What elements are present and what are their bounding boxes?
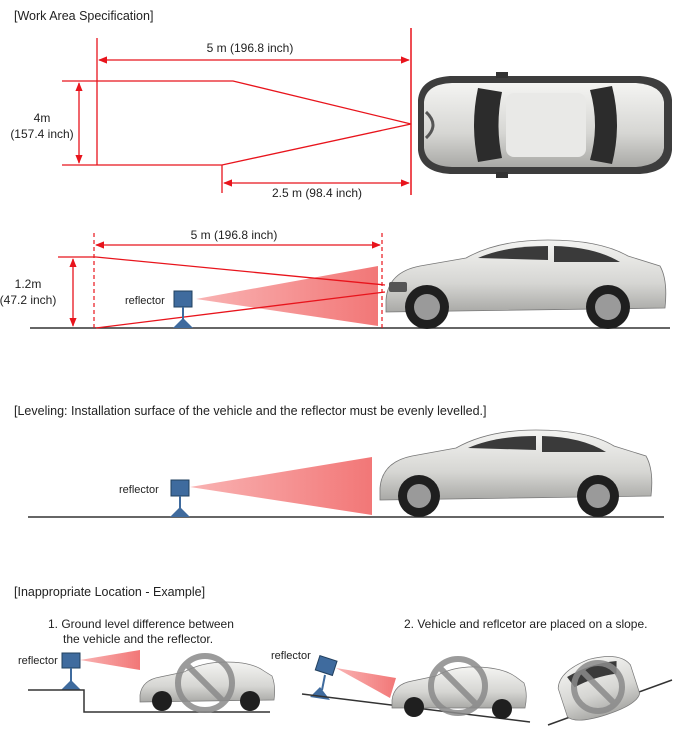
- example-1-reflector-box: [61, 652, 81, 669]
- example-2-side-prohibition-icon: [571, 660, 625, 714]
- example-2-beam-cone: [336, 668, 396, 698]
- example-1-section: 1. Ground level difference between the v…: [18, 617, 276, 713]
- leveling-beam-cone: [190, 457, 372, 515]
- side-reflector-box: [173, 290, 193, 308]
- top-dimension-2-5m-label: 2.5 m (98.4 inch): [272, 186, 362, 200]
- side-height-label-1: 1.2m: [15, 277, 42, 291]
- side-reflector-label: reflector: [125, 295, 165, 307]
- car-top-view-image: [418, 72, 672, 178]
- top-width-label-2: (157.4 inch): [10, 127, 73, 141]
- heading-work-area: [Work Area Specification]: [14, 9, 153, 23]
- top-area-upper-edge: [62, 80, 412, 125]
- top-view-section: 5 m (196.8 inch) 4m (157.4 inch) 2.5 m (…: [10, 28, 672, 200]
- leveling-reflector-label: reflector: [119, 484, 159, 496]
- example-2-text: 2. Vehicle and reflcetor are placed on a…: [404, 617, 648, 631]
- leveling-section: reflector: [28, 429, 664, 518]
- example-2-reflector-box: [314, 654, 338, 677]
- side-view-section: 5 m (196.8 inch) 1.2m (47.2 inch) reflec…: [0, 228, 670, 329]
- side-reflector-stand: [173, 318, 193, 328]
- example-2-section: 2. Vehicle and reflcetor are placed on a…: [271, 617, 673, 726]
- example-1-stepped-ground: [28, 689, 270, 713]
- side-upper-sight-line: [95, 256, 386, 286]
- example-1-text-2: the vehicle and the reflector.: [63, 632, 213, 646]
- side-lower-sight-line: [95, 291, 386, 329]
- example-2-prohibition-icon: [428, 656, 488, 716]
- heading-inappropriate: [Inappropriate Location - Example]: [14, 585, 205, 599]
- example-2-reflector-label: reflector: [271, 650, 311, 662]
- example-1-reflector-stand: [61, 680, 81, 690]
- leveling-reflector-stand: [170, 507, 190, 517]
- leveling-reflector-box: [170, 479, 190, 497]
- top-dimension-5m-label: 5 m (196.8 inch): [207, 41, 294, 55]
- top-area-lower-edge: [62, 123, 412, 166]
- side-dimension-5m-label: 5 m (196.8 inch): [191, 228, 278, 242]
- example-1-beam-cone: [80, 650, 140, 670]
- car-side-view-image: [385, 239, 667, 329]
- example-1-text-1: 1. Ground level difference between: [48, 617, 234, 631]
- example-2-reflector-stand: [310, 687, 330, 700]
- heading-leveling: [Leveling: Installation surface of the v…: [14, 404, 487, 418]
- side-height-label-2: (47.2 inch): [0, 293, 56, 307]
- example-1-prohibition-icon: [175, 653, 235, 713]
- side-beam-cone: [196, 266, 378, 326]
- example-1-reflector-label: reflector: [18, 655, 58, 667]
- top-width-label-1: 4m: [34, 111, 51, 125]
- car-leveling-image: [379, 429, 653, 517]
